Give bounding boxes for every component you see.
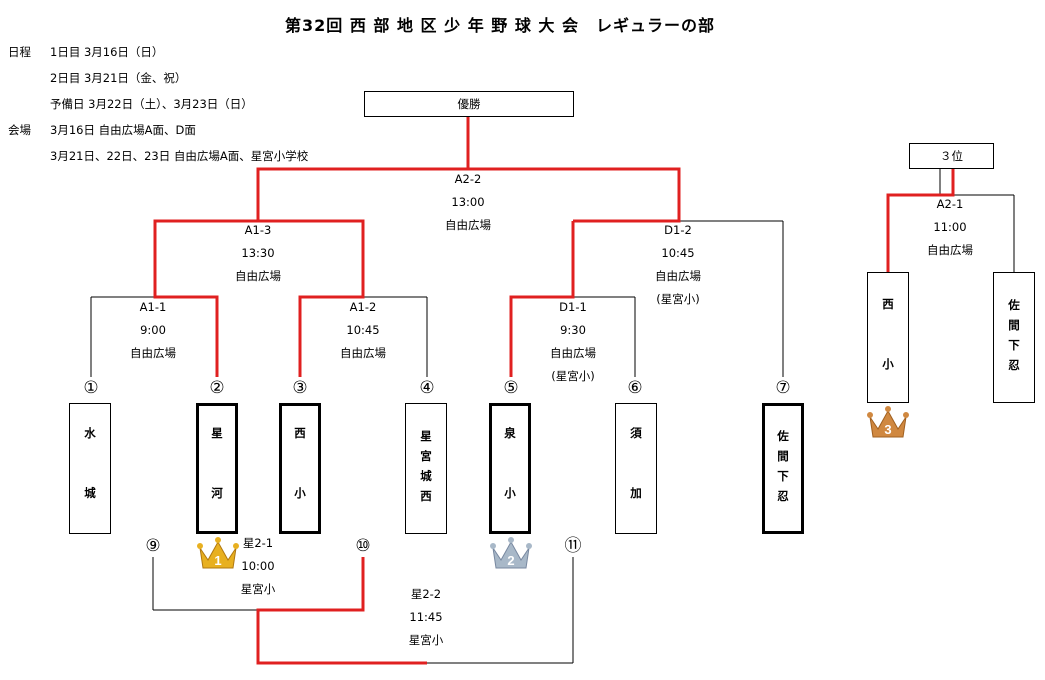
- consolation-number: ⑩: [355, 536, 371, 556]
- team-box-advanced: 星 河: [196, 403, 238, 534]
- schedule-reserve: 予備日 3月22日（土）、3月23日（日）: [50, 97, 253, 111]
- third-team-box: 西 小: [867, 272, 909, 403]
- match-star2-2: 星2-2 11:45 星宮小: [408, 587, 444, 647]
- crown-place: 3: [884, 422, 891, 437]
- red-line-third: [886, 169, 955, 272]
- team-name: 星 宮 城 西: [420, 429, 432, 503]
- crown-place: 2: [507, 553, 514, 568]
- schedule-day1: 1日目 3月16日（日）: [50, 45, 164, 59]
- gold-crown-icon: 1: [197, 537, 239, 569]
- match-a2-2: A2-2 13:00 自由広場: [445, 172, 491, 232]
- team-box-advanced: 西 小: [279, 403, 321, 534]
- team-name: 泉 小: [504, 426, 516, 500]
- team-name: 佐 間 下 忍: [777, 429, 789, 503]
- team-box: 水 城: [69, 403, 111, 534]
- red-line-d1: [509, 221, 575, 377]
- team-number: ⑦: [775, 378, 791, 398]
- match-a2-1: A2-1 11:00 自由広場: [927, 197, 973, 257]
- team-number: ②: [209, 378, 225, 398]
- team-number: ④: [419, 378, 435, 398]
- match-d1-1: D1-1 9:30 自由広場 (星宮小): [550, 300, 596, 383]
- consolation-number: ⑪: [564, 536, 582, 556]
- team-name: 佐 間 下 忍: [1008, 298, 1020, 372]
- red-line-final: [256, 167, 681, 223]
- schedule-label: 日程: [8, 45, 31, 59]
- team-box: 星 宮 城 西: [405, 403, 447, 534]
- crown-place: 1: [214, 553, 221, 568]
- team-name: 水 城: [84, 426, 96, 500]
- match-a1-1: A1-1 9:00 自由広場: [130, 300, 176, 360]
- venue-day1: 3月16日 自由広場A面、D面: [50, 123, 196, 137]
- team-box-advanced: 佐 間 下 忍: [762, 403, 804, 534]
- team-number: ⑤: [503, 378, 519, 398]
- team-name: 西 小: [882, 297, 894, 371]
- silver-crown-icon: 2: [490, 537, 532, 569]
- team-name: 須 加: [630, 426, 642, 500]
- team-number: ③: [292, 378, 308, 398]
- team-number: ①: [83, 378, 99, 398]
- third-place-box: ３位: [909, 143, 994, 169]
- consolation-number: ⑨: [145, 536, 161, 556]
- match-star2-1: 星2-1 10:00 星宮小: [240, 536, 276, 596]
- team-box-advanced: 泉 小: [489, 403, 531, 534]
- page-title: 第32回 西 部 地 区 少 年 野 球 大 会 レギュラーの部: [285, 16, 715, 35]
- team-name: 星 河: [211, 426, 223, 500]
- match-a1-3: A1-3 13:30 自由広場: [235, 223, 281, 283]
- schedule-day2: 2日目 3月21日（金、祝）: [50, 71, 187, 85]
- bronze-crown-icon: 3: [867, 406, 909, 438]
- champion-box: 優勝: [364, 91, 574, 117]
- third-team-box: 佐 間 下 忍: [993, 272, 1035, 403]
- venue-label: 会場: [8, 123, 31, 137]
- match-a1-2: A1-2 10:45 自由広場: [340, 300, 386, 360]
- match-d1-2: D1-2 10:45 自由広場 (星宮小): [655, 223, 701, 306]
- team-name: 西 小: [294, 426, 306, 500]
- venue-day2: 3月21日、22日、23日 自由広場A面、星宮小学校: [50, 149, 309, 163]
- red-line-star2: [256, 557, 427, 665]
- team-box: 須 加: [615, 403, 657, 534]
- team-number: ⑥: [627, 378, 643, 398]
